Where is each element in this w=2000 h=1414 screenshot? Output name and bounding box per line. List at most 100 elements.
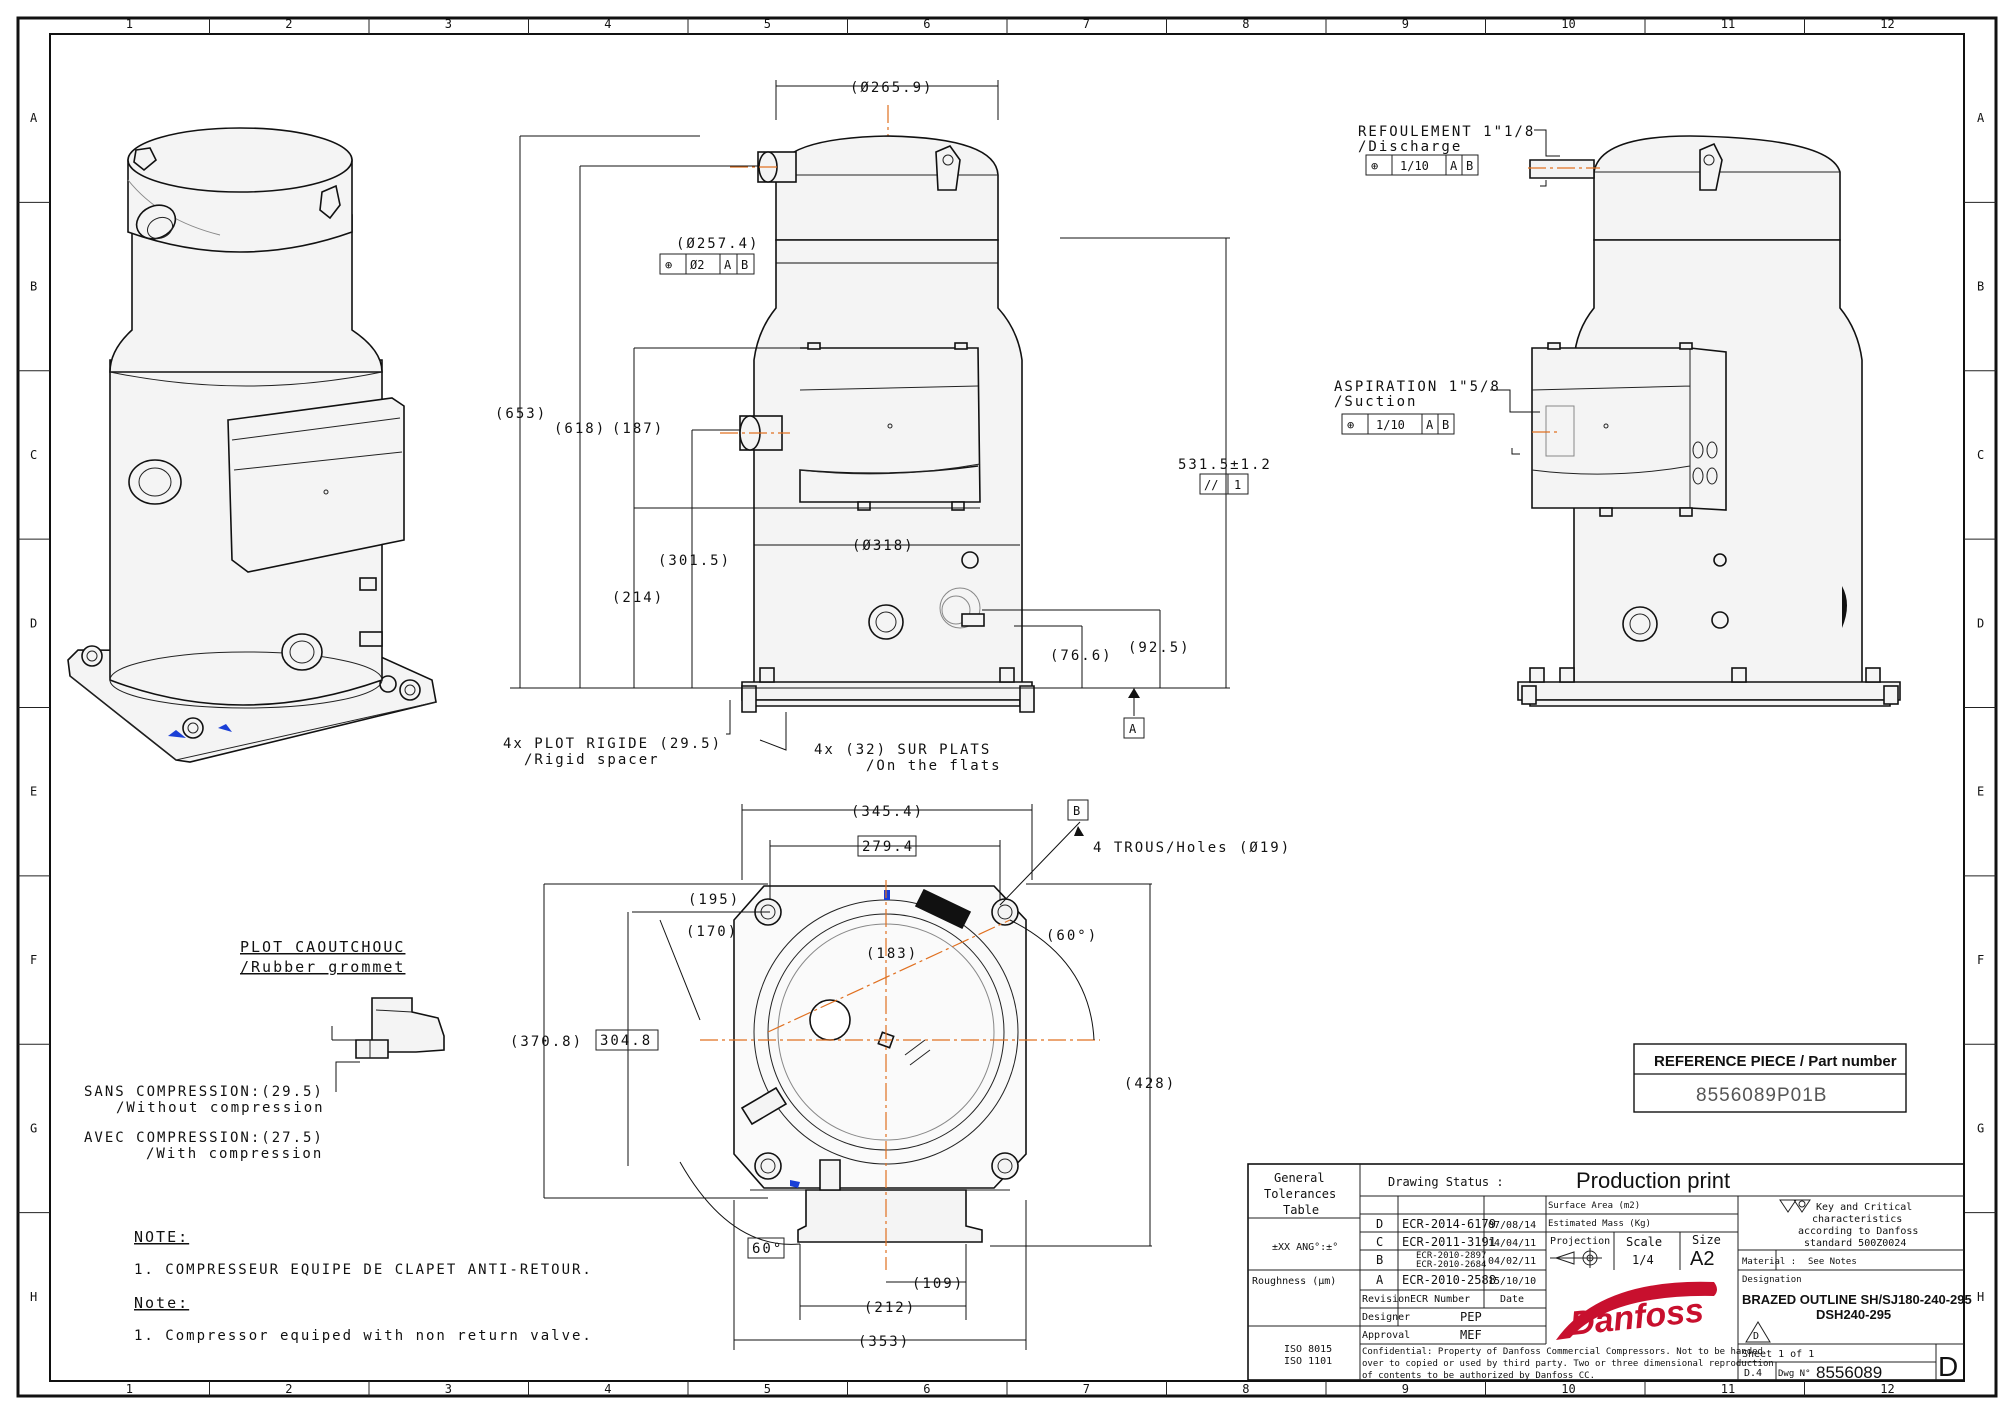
final-revision: D	[1938, 1351, 1958, 1382]
note-heading-fr: NOTE:	[134, 1228, 189, 1246]
frame-row-label: C	[1977, 448, 1984, 462]
revision-cell: ECR-2011-3191	[1402, 1235, 1496, 1249]
mass-label: Estimated Mass (Kg)	[1548, 1219, 1651, 1229]
frame-row-label: B	[1977, 280, 1984, 294]
roughness-label: Roughness (µm)	[1252, 1276, 1336, 1287]
frame-column-label: 12	[1880, 17, 1894, 31]
dim-w-212: (212)	[864, 1300, 916, 1316]
flats-label-fr: 4x (32) SUR PLATS	[814, 742, 991, 758]
frame-column-label: 7	[1083, 17, 1090, 31]
frame-column-label: 7	[1083, 1382, 1090, 1396]
frame-row-label: H	[1977, 1290, 1984, 1304]
svg-text:60°: 60°	[752, 1241, 783, 1257]
dim-w-345: (345.4)	[851, 804, 924, 820]
dim-h-76: (76.6)	[1050, 648, 1113, 664]
frame-column-label: 8	[1242, 17, 1249, 31]
suction-label-en: /Suction	[1334, 394, 1417, 410]
svg-text:Ø2: Ø2	[690, 258, 704, 272]
iso-1: ISO 8015	[1284, 1344, 1332, 1355]
size-label: Size	[1692, 1233, 1721, 1247]
projection-symbol	[1550, 1248, 1602, 1268]
dim-h-214: (214)	[612, 590, 664, 606]
key-char-4: standard 500Z0024	[1804, 1238, 1906, 1249]
frame-row-label: E	[1977, 785, 1984, 799]
frame-column-label: 11	[1721, 1382, 1735, 1396]
note-line-fr: 1. COMPRESSEUR EQUIPE DE CLAPET ANTI-RET…	[134, 1262, 593, 1278]
dim-w-279: 279.4	[857, 835, 917, 857]
revision-header: Revision	[1362, 1294, 1410, 1305]
front-view: (Ø265.9) (Ø257.4) ⊕ Ø2 A B (653) (618) (…	[495, 80, 1272, 774]
holes-label: 4 TROUS/Holes (Ø19)	[1093, 840, 1291, 856]
frame-row-label: D	[30, 616, 37, 630]
frame-row-label: A	[30, 111, 38, 125]
reference-piece: REFERENCE PIECE / Part number 8556089P01…	[1633, 1043, 1907, 1113]
dim-a-60a: (60°)	[1046, 928, 1098, 944]
frame-column-label: 8	[1242, 1382, 1249, 1396]
confidential-2: over to copied or used by third party. T…	[1362, 1359, 1774, 1369]
dim-d-top: (Ø265.9)	[850, 80, 933, 96]
frame-column-label: 4	[604, 17, 611, 31]
svg-text:⊕: ⊕	[1371, 159, 1378, 173]
svg-text:1/10: 1/10	[1376, 418, 1405, 432]
dim-h-653: (653)	[495, 406, 547, 422]
grommet-sans-en: /Without compression	[116, 1100, 325, 1116]
designation-line-1: BRAZED OUTLINE SH/SJ180-240-295	[1742, 1292, 1972, 1307]
note-line-en: 1. Compressor equiped with non return va…	[134, 1328, 593, 1344]
revision-cell: C	[1376, 1235, 1383, 1249]
dim-d-base: (Ø318)	[852, 538, 915, 554]
svg-text:A: A	[724, 258, 732, 272]
revision-mark: D	[1745, 1321, 1771, 1343]
frame-column-label: 3	[445, 1382, 452, 1396]
projection-label: Projection	[1550, 1236, 1610, 1247]
frame-column-label: 5	[764, 17, 771, 31]
revision-cell: ECR-2010-2588	[1402, 1273, 1496, 1287]
dim-r-170: (170)	[686, 924, 738, 940]
approval-label: Approval	[1362, 1330, 1410, 1341]
key-char-symbol	[1779, 1199, 1811, 1213]
svg-text:B: B	[741, 258, 748, 272]
datum-a: A	[1123, 717, 1145, 739]
reference-value: 8556089P01B	[1696, 1085, 1827, 1106]
svg-text:⊕: ⊕	[665, 258, 672, 272]
sheet-label: Sheet 1 of 1	[1742, 1349, 1814, 1360]
date-header: Date	[1500, 1294, 1524, 1305]
frame-column-label: 3	[445, 17, 452, 31]
revision-cell: 15/10/10	[1488, 1276, 1536, 1287]
frame-row-label: D	[1977, 616, 1984, 630]
grommet-detail: PLOT CAOUTCHOUC /Rubber grommet SANS COM…	[84, 938, 445, 1162]
dim-h-531: 531.5±1.2	[1178, 457, 1272, 473]
svg-text:B: B	[1466, 159, 1473, 173]
designation-line-2: DSH240-295	[1816, 1307, 1891, 1322]
frame-row-label: G	[30, 1121, 37, 1135]
dim-r-183: (183)	[866, 946, 918, 962]
svg-text:Danfoss: Danfoss	[1568, 1291, 1705, 1343]
svg-text:D: D	[1753, 1331, 1759, 1342]
frame-row-label: F	[30, 953, 37, 967]
status-value: Production print	[1576, 1168, 1730, 1193]
dim-h-304: 304.8	[595, 1029, 659, 1051]
dwg-rev: D.4	[1744, 1368, 1762, 1379]
danfoss-logo: Danfoss	[1556, 1281, 1717, 1343]
revision-cell: ECR-2014-6179	[1402, 1217, 1496, 1231]
spacer-label-en: /Rigid spacer	[524, 752, 660, 768]
frame-row-label: E	[30, 785, 37, 799]
grommet-title-en: /Rubber grommet	[240, 958, 405, 976]
ecr-header: ECR Number	[1410, 1294, 1470, 1305]
side-view: REFOULEMENT 1"1/8 /Discharge ⊕ 1/10 A B …	[1334, 124, 1901, 707]
grommet-title-fr: PLOT CAOUTCHOUC	[240, 938, 405, 956]
svg-text:⊕: ⊕	[1347, 418, 1354, 432]
fcf-discharge: ⊕ 1/10 A B	[1365, 154, 1479, 176]
frame-column-label: 10	[1561, 1382, 1575, 1396]
dwg-label: Dwg N°	[1778, 1369, 1811, 1379]
dim-h-428: (428)	[1124, 1076, 1176, 1092]
revision-cell: ECR-2010-2684	[1416, 1260, 1486, 1270]
svg-text:304.8: 304.8	[600, 1033, 652, 1049]
designer-label: Designer	[1362, 1312, 1410, 1323]
scale-label: Scale	[1626, 1235, 1662, 1249]
spacer-label-fr: 4x PLOT RIGIDE (29.5)	[503, 736, 722, 752]
revision-cell: A	[1376, 1273, 1384, 1287]
svg-text:A: A	[1450, 159, 1458, 173]
suction-label-fr: ASPIRATION 1"5/8	[1334, 379, 1501, 395]
frame-column-label: 2	[285, 1382, 292, 1396]
